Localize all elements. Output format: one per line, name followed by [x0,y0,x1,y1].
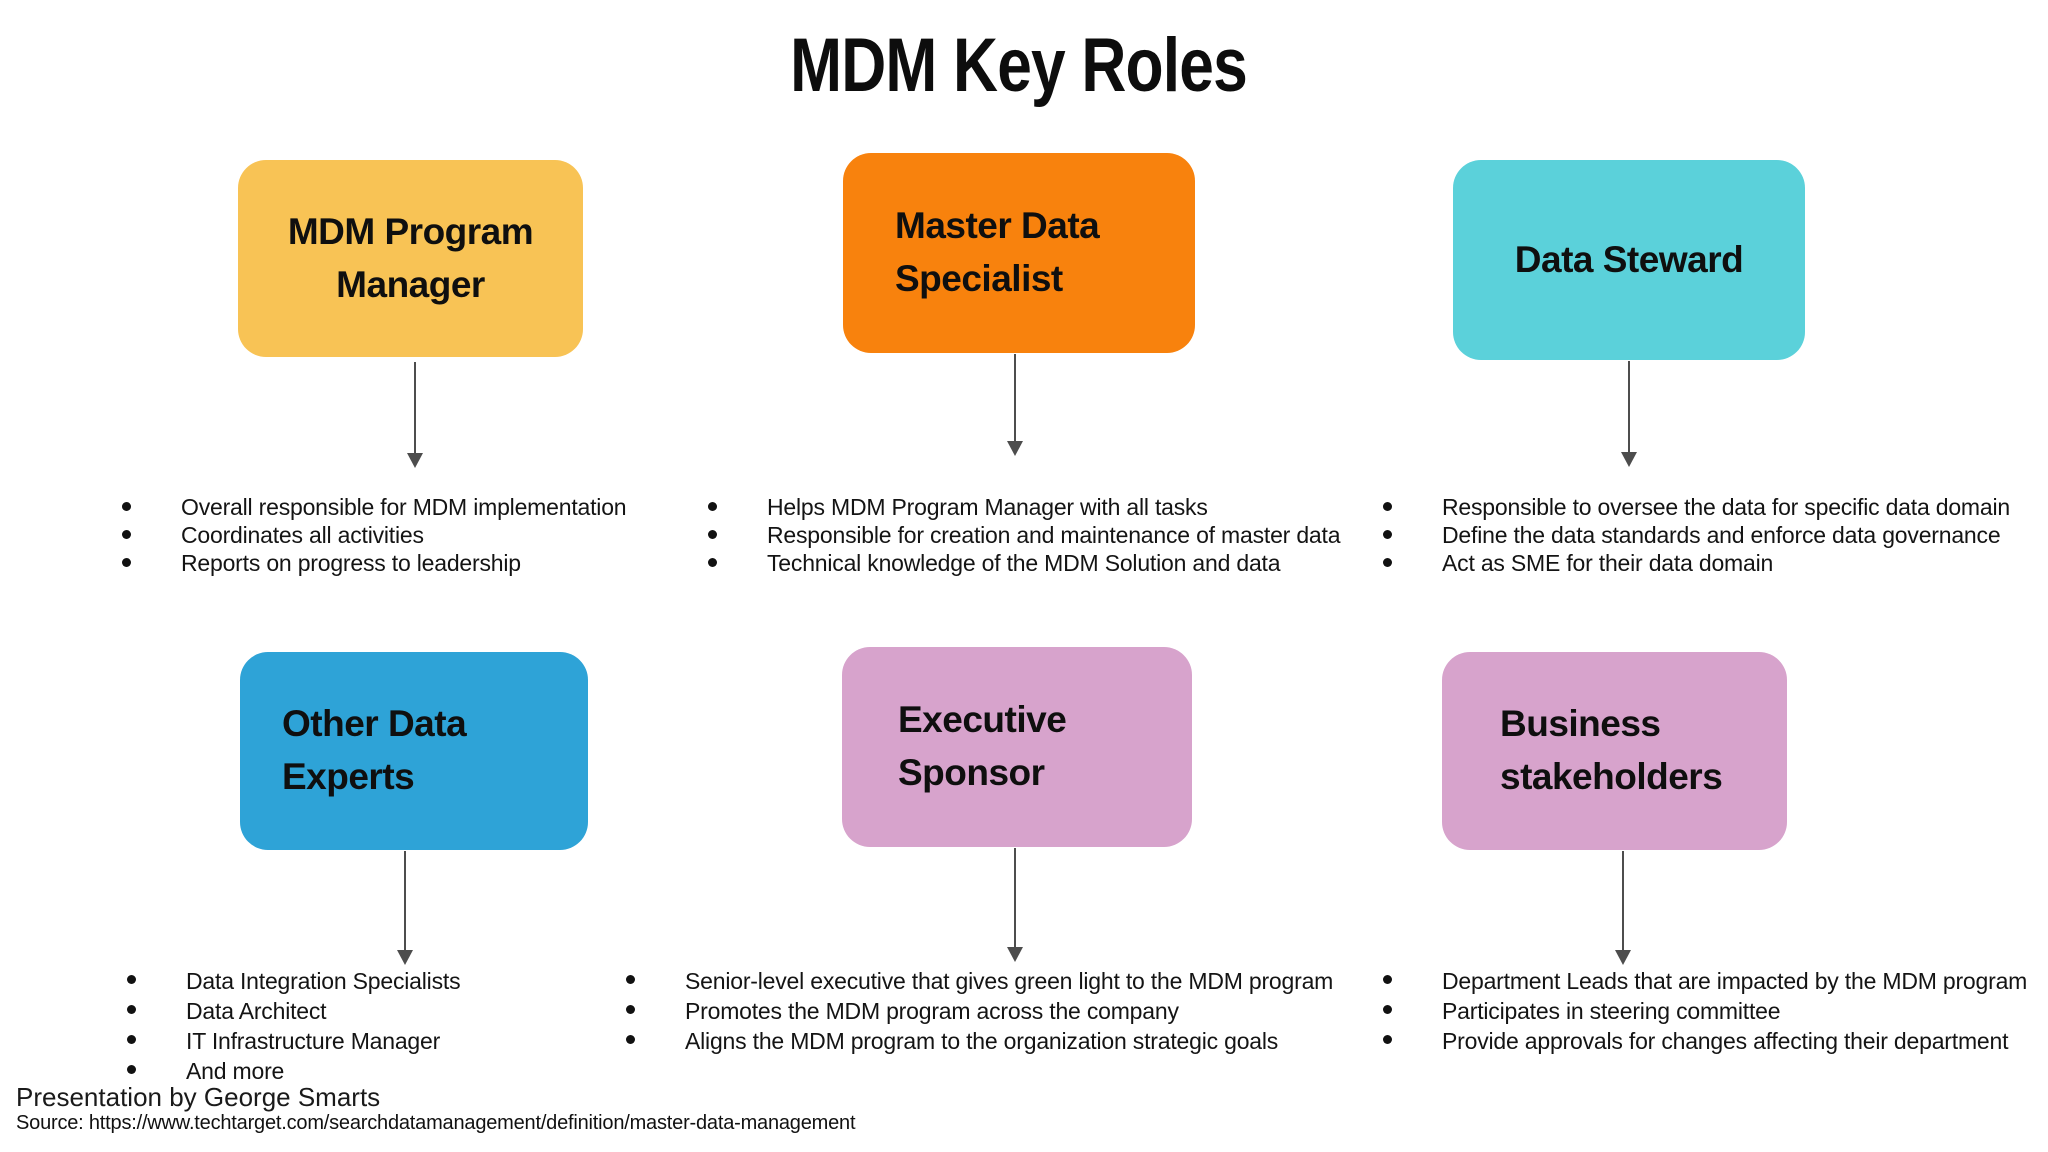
list-item: Aligns the MDM program to the organizati… [626,1026,1333,1056]
list-item: And more [127,1056,460,1086]
list-item: Participates in steering committee [1383,996,2027,1026]
role-card-title: Other Data Experts [282,703,467,797]
role-card-title: Data Steward [1514,238,1744,280]
role-card-title: MDM Program Manager [287,210,534,305]
list-item: Helps MDM Program Manager with all tasks [708,493,1340,521]
role-bullet-list-data-steward: Responsible to oversee the data for spec… [1383,493,2010,577]
arrow-down-icon [1621,361,1637,467]
list-item: Department Leads that are impacted by th… [1383,966,2027,996]
role-card-other-data-experts: Other Data Experts [240,652,588,850]
list-item: Data Integration Specialists [127,966,461,996]
list-item: Senior-level executive that gives green … [626,966,1333,996]
arrow-down-icon [1007,354,1023,456]
list-item: Technical knowledge of the MDM Solution … [708,549,1340,577]
list-item: Data Architect [127,996,460,1026]
role-bullet-list-master-data-specialist: Helps MDM Program Manager with all tasks… [708,493,1340,577]
list-item: Act as SME for their data domain [1383,549,2010,577]
list-item: Responsible for creation and maintenance… [708,521,1340,549]
role-card-title: Master Data Specialist [895,205,1100,299]
role-card-master-data-specialist: Master Data Specialist [843,153,1195,353]
role-bullet-list-mdm-program-manager: Overall responsible for MDM implementati… [122,493,627,577]
list-item: Reports on progress to leadership [122,549,626,577]
role-card-title: Executive Sponsor [898,699,1067,793]
list-item: Overall responsible for MDM implementati… [122,493,627,521]
list-item: Provide approvals for changes affecting … [1383,1026,2027,1056]
role-card-data-steward: Data Steward [1453,160,1805,360]
arrow-down-icon [1615,851,1631,965]
role-bullet-list-other-data-experts: Data Integration Specialists Data Archit… [127,966,461,1086]
list-item: IT Infrastructure Manager [127,1026,460,1056]
page-title-wrap: MDM Key Roles [0,22,2038,109]
arrow-down-icon [407,362,423,468]
list-item: Promotes the MDM program across the comp… [626,996,1333,1026]
role-card-title: Business stakeholders [1500,703,1723,797]
arrow-down-icon [397,851,413,965]
footer-source: Source: https://www.techtarget.com/searc… [16,1112,856,1134]
role-card-business-stakeholders: Business stakeholders [1442,652,1787,850]
list-item: Responsible to oversee the data for spec… [1383,493,2010,521]
role-card-executive-sponsor: Executive Sponsor [842,647,1192,847]
list-item: Coordinates all activities [122,521,626,549]
footer-byline: Presentation by George Smarts [16,1082,381,1112]
arrow-down-icon [1007,848,1023,962]
list-item: Define the data standards and enforce da… [1383,521,2010,549]
role-bullet-list-business-stakeholders: Department Leads that are impacted by th… [1383,966,2027,1056]
role-bullet-list-executive-sponsor: Senior-level executive that gives green … [626,966,1333,1056]
page-title: MDM Key Roles [790,23,1249,108]
role-card-mdm-program-manager: MDM Program Manager [238,160,583,357]
